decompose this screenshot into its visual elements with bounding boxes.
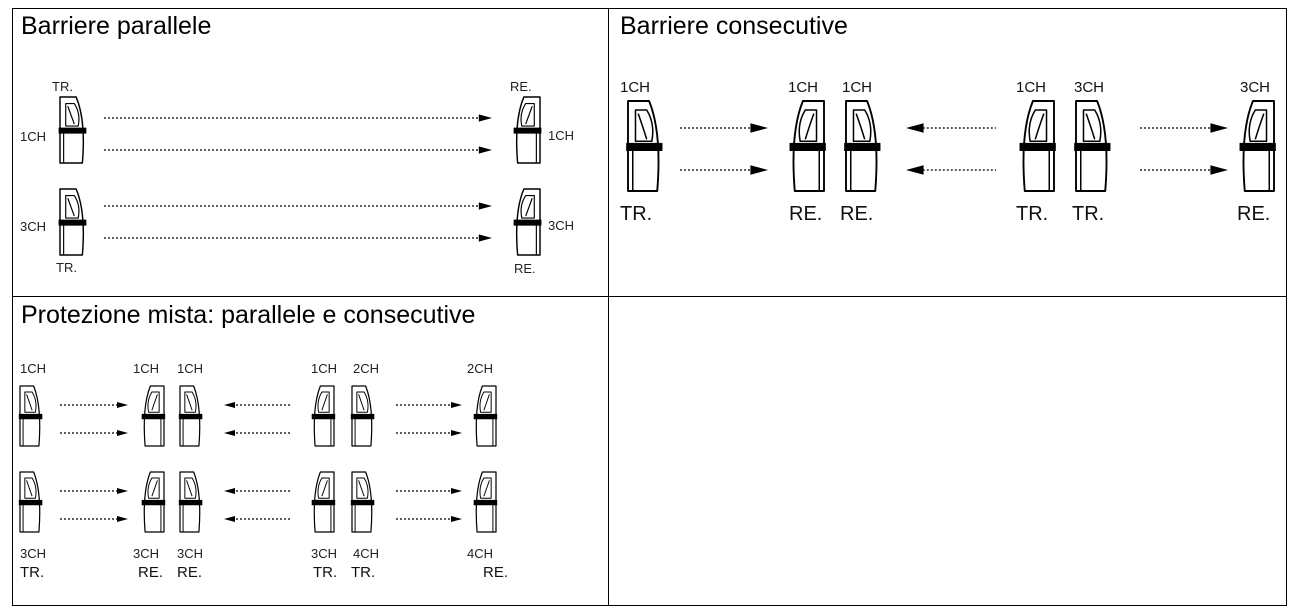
consecutive-bottom-label: TR. — [620, 203, 653, 225]
consecutive-top-label: 1CH — [788, 79, 819, 96]
barrier-sensor — [1239, 100, 1276, 192]
beam-arrow — [224, 402, 290, 408]
barrier-sensor — [311, 385, 336, 447]
beam-arrow — [396, 516, 462, 522]
beam-arrow — [224, 516, 290, 522]
cell-title-consecutive: Barriere consecutive — [620, 12, 848, 40]
diagram-table — [12, 8, 1287, 606]
mixed-top-label: 2CH — [467, 361, 494, 376]
beam-arrow — [906, 165, 996, 175]
consecutive-top-label: 1CH — [620, 79, 651, 96]
mixed-bottom-label: RE. — [138, 564, 164, 581]
mixed-bottom-label: TR. — [20, 564, 45, 581]
mixed-top-label: 1CH — [133, 361, 160, 376]
ch3-right-label: 3CH — [548, 218, 575, 233]
consecutive-bottom-label: RE. — [1237, 203, 1271, 225]
re-top-label: RE. — [510, 79, 532, 94]
barrier-sensor — [58, 96, 87, 164]
beam-arrow — [396, 488, 462, 494]
beam-arrow — [1140, 165, 1228, 175]
mixed-top-label: 1CH — [177, 361, 204, 376]
beam-arrow — [906, 123, 996, 133]
beam-arrow — [680, 165, 768, 175]
mixed-top-label: 1CH — [311, 361, 338, 376]
consecutive-bottom-label: TR. — [1072, 203, 1105, 225]
barrier-sensor — [178, 385, 203, 447]
mixed-top-label: 1CH — [20, 361, 47, 376]
cell-title-parallel: Barriere parallele — [21, 12, 212, 40]
barrier-sensor — [58, 188, 87, 256]
consecutive-top-label: 1CH — [842, 79, 873, 96]
barrier-sensor — [473, 471, 498, 533]
barrier-sensor — [1074, 100, 1111, 192]
mixed-top-label: 2CH — [353, 361, 380, 376]
mixed-bottom-ch-label: 3CH — [133, 546, 160, 561]
beam-arrow — [104, 114, 492, 122]
mixed-bottom-label: RE. — [177, 564, 203, 581]
beam-arrow — [680, 123, 768, 133]
barrier-sensor — [141, 471, 166, 533]
barrier-sensor — [18, 385, 43, 447]
barrier-sensor — [141, 385, 166, 447]
beam-arrow — [104, 234, 492, 242]
ch3-left-label: 3CH — [20, 219, 47, 234]
beam-arrow — [224, 430, 290, 436]
tr-top-label: TR. — [52, 79, 73, 94]
beam-arrow — [224, 488, 290, 494]
barrier-sensor — [350, 471, 375, 533]
mixed-bottom-ch-label: 3CH — [311, 546, 338, 561]
mixed-bottom-ch-label: 4CH — [353, 546, 380, 561]
barrier-sensor — [626, 100, 663, 192]
mixed-bottom-ch-label: 3CH — [20, 546, 47, 561]
mixed-bottom-label: TR. — [313, 564, 338, 581]
mixed-bottom-label: TR. — [351, 564, 376, 581]
row-divider — [13, 296, 1286, 297]
barrier-sensor — [178, 471, 203, 533]
beam-arrow — [396, 402, 462, 408]
beam-arrow — [60, 402, 128, 408]
mixed-bottom-ch-label: 4CH — [467, 546, 494, 561]
ch1-left-label: 1CH — [20, 129, 47, 144]
beam-arrow — [396, 430, 462, 436]
beam-arrow — [1140, 123, 1228, 133]
barrier-sensor — [513, 96, 542, 164]
consecutive-bottom-label: TR. — [1016, 203, 1049, 225]
consecutive-bottom-label: RE. — [840, 203, 874, 225]
ch1-right-label: 1CH — [548, 128, 575, 143]
barrier-sensor — [789, 100, 826, 192]
column-divider — [608, 9, 609, 605]
consecutive-top-label: 3CH — [1074, 79, 1105, 96]
re-bottom-label: RE. — [514, 261, 536, 276]
beam-arrow — [104, 146, 492, 154]
barrier-sensor — [311, 471, 336, 533]
consecutive-bottom-label: RE. — [789, 203, 823, 225]
barrier-sensor — [1019, 100, 1056, 192]
consecutive-top-label: 3CH — [1240, 79, 1271, 96]
mixed-bottom-label: RE. — [483, 564, 509, 581]
beam-arrow — [60, 430, 128, 436]
beam-arrow — [60, 488, 128, 494]
consecutive-top-label: 1CH — [1016, 79, 1047, 96]
tr-bottom-label: TR. — [56, 260, 77, 275]
barrier-sensor — [844, 100, 881, 192]
barrier-sensor — [350, 385, 375, 447]
mixed-bottom-ch-label: 3CH — [177, 546, 204, 561]
barrier-sensor — [473, 385, 498, 447]
barrier-sensor — [513, 188, 542, 256]
cell-title-mixed: Protezione mista: parallele e consecutiv… — [21, 301, 476, 329]
barrier-sensor — [18, 471, 43, 533]
beam-arrow — [104, 202, 492, 210]
beam-arrow — [60, 516, 128, 522]
